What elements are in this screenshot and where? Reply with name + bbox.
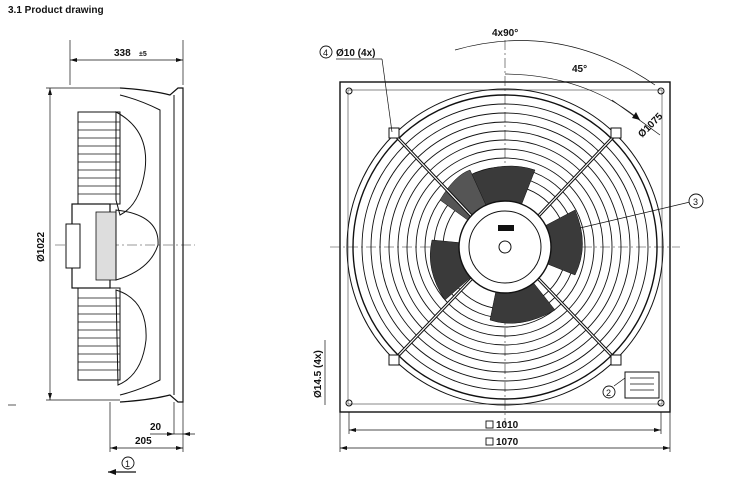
angle-4x90: 4x90° <box>492 28 518 39</box>
front-view: 4 Ø10 (4x) 4x90° 45° Ø1075 3 2 Ø14.5 (4x… <box>313 28 704 452</box>
hole-diameter-label: Ø10 (4x) <box>336 48 375 59</box>
corner-hole <box>345 399 353 407</box>
corner-hole <box>345 87 353 95</box>
square-symbol <box>485 437 494 446</box>
section-title: 3.1 Product drawing <box>8 5 104 16</box>
corner-hole <box>657 87 665 95</box>
terminal-callout: 2 <box>606 388 611 398</box>
angle-45: 45° <box>572 64 587 75</box>
side-dim-20: 20 <box>150 422 162 433</box>
side-diameter-dim: Ø1022 <box>36 232 47 262</box>
airflow-callout-circle <box>121 456 135 470</box>
airflow-callout: 1 <box>125 459 130 469</box>
angle-45-arc <box>504 73 641 121</box>
corner-hole <box>657 399 665 407</box>
hole-callout-num: 4 <box>323 48 328 58</box>
guard-callout: 3 <box>693 197 698 207</box>
side-dim-205: 205 <box>135 436 152 447</box>
dim-1010: 1010 <box>496 420 519 431</box>
side-width-tol: ±5 <box>139 51 147 58</box>
hole-dia-14-5: Ø14.5 (4x) <box>313 350 324 398</box>
side-width-dim: 338 <box>114 48 131 59</box>
angle-4x90-arc <box>454 40 656 86</box>
square-symbol <box>485 420 494 429</box>
side-view: 338 ±5 Ø1022 <box>8 40 195 475</box>
terminal-box <box>624 371 660 399</box>
dim-1070: 1070 <box>496 437 519 448</box>
